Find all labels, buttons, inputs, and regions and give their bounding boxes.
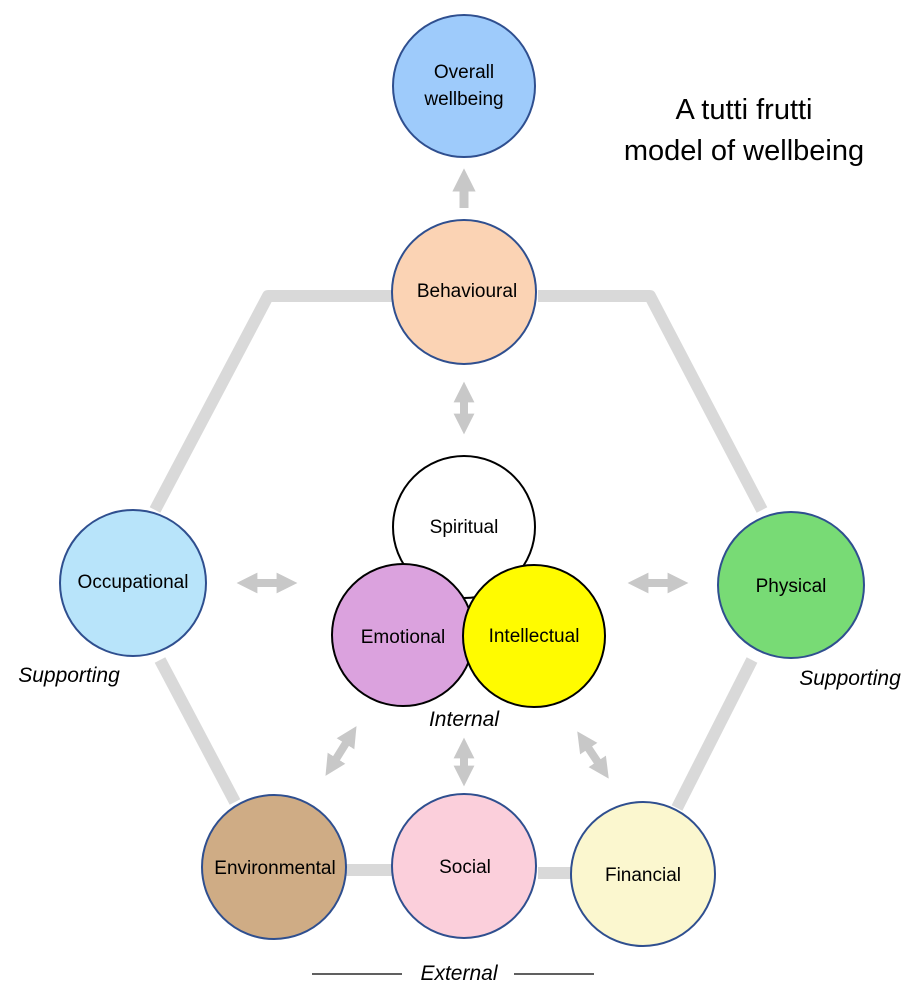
diagram-title-line1: A tutti frutti	[676, 94, 813, 126]
financial-label: Financial	[605, 865, 681, 886]
physical-label: Physical	[756, 576, 827, 597]
external-label: External	[420, 962, 498, 985]
overall-wellbeing-label-line1: Overall	[434, 62, 494, 83]
hexagon-connector-top-left	[149, 290, 395, 513]
diagram-title-line2: model of wellbeing	[624, 135, 864, 167]
intellectual-circle	[462, 564, 606, 708]
behavioural-label: Behavioural	[417, 281, 517, 302]
internal-label: Internal	[429, 708, 500, 731]
supporting-right-label: Supporting	[799, 667, 901, 690]
arrow-financial-internal	[577, 731, 609, 779]
spiritual-label: Spiritual	[430, 517, 499, 538]
behavioural-circle	[391, 219, 537, 365]
hexagon-connector-top-right	[538, 290, 768, 513]
overall-wellbeing-circle	[392, 14, 536, 158]
occupational-circle	[59, 509, 207, 657]
occupational-label: Occupational	[78, 572, 189, 593]
arrow-environmental-internal	[325, 726, 357, 776]
financial-circle	[570, 801, 716, 947]
emotional-label: Emotional	[361, 627, 446, 648]
supporting-left-label: Supporting	[18, 664, 120, 687]
hexagon-connector-left	[154, 657, 241, 805]
environmental-circle	[201, 794, 347, 940]
environmental-label: Environmental	[214, 858, 335, 879]
hexagon-connector-right	[671, 657, 758, 811]
social-circle	[391, 793, 537, 939]
intellectual-label: Intellectual	[489, 626, 580, 647]
social-label: Social	[439, 857, 491, 878]
overall-wellbeing-label-line2: wellbeing	[423, 89, 503, 110]
physical-circle	[717, 511, 865, 659]
